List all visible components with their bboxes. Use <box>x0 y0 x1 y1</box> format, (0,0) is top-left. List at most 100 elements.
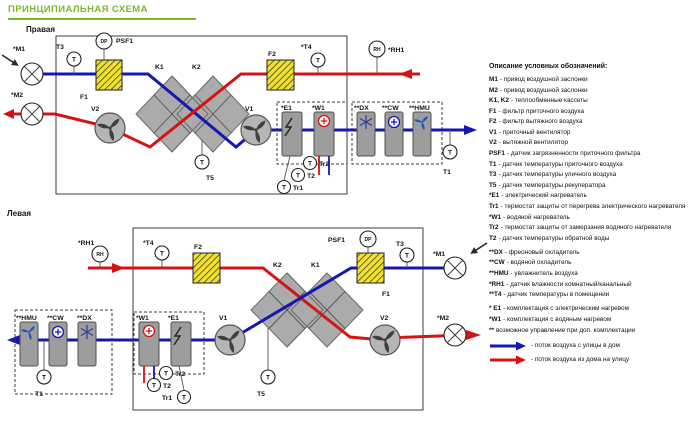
legend-item: **HMU- увлажнитель воздуха <box>489 270 578 278</box>
t1-label: T1 <box>35 391 43 398</box>
legend-item: T2- датчик температуры обратной воды <box>489 234 610 242</box>
water-plus-icon <box>317 114 331 128</box>
supply-out-arrow <box>7 335 20 345</box>
snowflake-icon <box>80 325 94 339</box>
diagram-left-label: Левая <box>7 209 31 218</box>
legend-item: Tr2- термостат защиты от замерзания водя… <box>489 224 672 232</box>
t4-sensor: T *T4 <box>301 44 326 74</box>
supply-out-arrow <box>464 125 477 135</box>
hmu-humidifier <box>19 321 39 367</box>
legend-item: F2- фильтр вытяжного воздуха <box>489 118 583 126</box>
water-cooler-plus-icon <box>387 115 401 129</box>
psf1-label: PSF1 <box>116 38 133 45</box>
intake-arrow <box>470 242 488 254</box>
t3-sensor: T T3 <box>56 44 82 74</box>
legend-item: T1- датчик температуры приточного воздух… <box>489 160 623 168</box>
t5-label: T5 <box>206 175 214 182</box>
v2-label: V2 <box>380 315 389 322</box>
f2-label: F2 <box>268 51 276 58</box>
page-title-underline: ПРИНЦИПИАЛЬНАЯ СХЕМА <box>8 4 196 20</box>
svg-text:RH: RH <box>373 47 381 53</box>
svg-text:RH: RH <box>96 252 104 258</box>
f2-filter <box>266 59 295 91</box>
t5-sensor: T T5 <box>257 328 276 398</box>
svg-text:T: T <box>296 172 300 179</box>
svg-text:T: T <box>72 56 76 63</box>
rh1-sensor: RH *RH1 <box>368 40 404 74</box>
t3-sensor: T T3 <box>396 241 415 268</box>
water-plus-icon <box>142 324 156 338</box>
svg-text:T: T <box>160 250 164 257</box>
f1-label: F1 <box>80 94 88 101</box>
t2-label: T2 <box>307 173 315 180</box>
legend-item: **T4- датчик температуры в помещении <box>489 291 610 299</box>
water-cooler-plus-icon <box>51 325 65 339</box>
m1-damper: *M1 <box>1 46 44 86</box>
f1-label: F1 <box>382 291 390 298</box>
legend-flow-exhaust: - поток воздуха из дома на улицу <box>489 355 698 365</box>
w1-label: *W1 <box>136 315 149 322</box>
optional-units-section: **DX **CW **HMU <box>351 101 443 165</box>
exhaust-out-arrow <box>3 109 14 119</box>
v1-fan: V1 <box>240 106 272 146</box>
k2-label: K2 <box>192 64 201 71</box>
e1-electric-heater <box>170 321 192 367</box>
psf1-sensor: DP PSF1 <box>328 230 377 253</box>
w1-label: *W1 <box>312 105 325 112</box>
legend-item: T3- датчик температуры уличного воздуха <box>489 171 617 179</box>
svg-text:T: T <box>316 57 320 64</box>
legend-item: F1- фильтр приточного воздуха <box>489 107 584 115</box>
tr2-label: Tr2 <box>175 371 185 378</box>
f2-filter <box>192 252 221 284</box>
k1-label: K1 <box>155 64 164 71</box>
svg-text:T: T <box>448 149 452 156</box>
legend-item: V2- вытяжной вентилятор <box>489 139 568 147</box>
t5-sensor: T T5 <box>194 140 214 182</box>
intake-arrow <box>1 54 19 66</box>
t4-sensor: T *T4 <box>143 240 170 268</box>
heat-exchanger-cassettes <box>135 75 250 153</box>
exhaust-in-arrow <box>399 69 412 79</box>
svg-text:T: T <box>164 370 168 377</box>
e1-label: *E1 <box>168 315 179 322</box>
lightning-icon <box>284 117 293 137</box>
svg-text:T: T <box>282 184 286 191</box>
exhaust-in-arrow <box>112 263 125 273</box>
t4-label: *T4 <box>143 240 154 247</box>
legend-item: *E1- электрический нагреватель <box>489 192 587 200</box>
svg-text:T: T <box>152 382 156 389</box>
legend-title: Описание условных обозначений: <box>489 63 608 70</box>
rh1-label: *RH1 <box>78 240 94 247</box>
diagram-left: Левая K2 K1 RH *RH1 <box>7 209 488 411</box>
svg-text:T: T <box>182 394 186 401</box>
hmu-label: **HMU <box>409 105 430 112</box>
v2-fan: V2 <box>369 315 401 356</box>
t5-label: T5 <box>257 391 265 398</box>
cw-label: **CW <box>382 105 399 112</box>
red-flow-arrow-icon <box>490 355 526 365</box>
t3-label: T3 <box>396 241 404 248</box>
unit-housing <box>132 227 424 411</box>
t3-label: T3 <box>56 44 64 51</box>
legend-flow-arrows: - поток воздуха с улицы в дом - поток во… <box>489 341 698 365</box>
tr1-thermostat <box>276 179 292 195</box>
dx-label: **DX <box>77 315 92 322</box>
f2-label: F2 <box>194 244 202 251</box>
f1-filter <box>95 59 123 91</box>
svg-text:T: T <box>200 159 204 166</box>
t1-label: T1 <box>443 169 451 176</box>
page-title: ПРИНЦИПИАЛЬНАЯ СХЕМА <box>8 4 148 15</box>
exhaust-out-arrow <box>466 330 481 340</box>
psf1-label: PSF1 <box>328 237 345 244</box>
blue-flow-arrow-icon <box>490 341 526 351</box>
svg-text:T: T <box>405 252 409 259</box>
psf1-sensor: DP PSF1 <box>95 32 133 60</box>
tr2-label: Tr2 <box>319 161 329 168</box>
t2-label: T2 <box>163 383 171 390</box>
hmu-humidifier <box>412 111 432 157</box>
t2-sensor <box>146 377 162 393</box>
t2-sensor <box>290 167 306 183</box>
k2-label: K2 <box>273 262 282 269</box>
m2-label: *M2 <box>437 315 449 322</box>
dx-label: **DX <box>354 105 369 112</box>
